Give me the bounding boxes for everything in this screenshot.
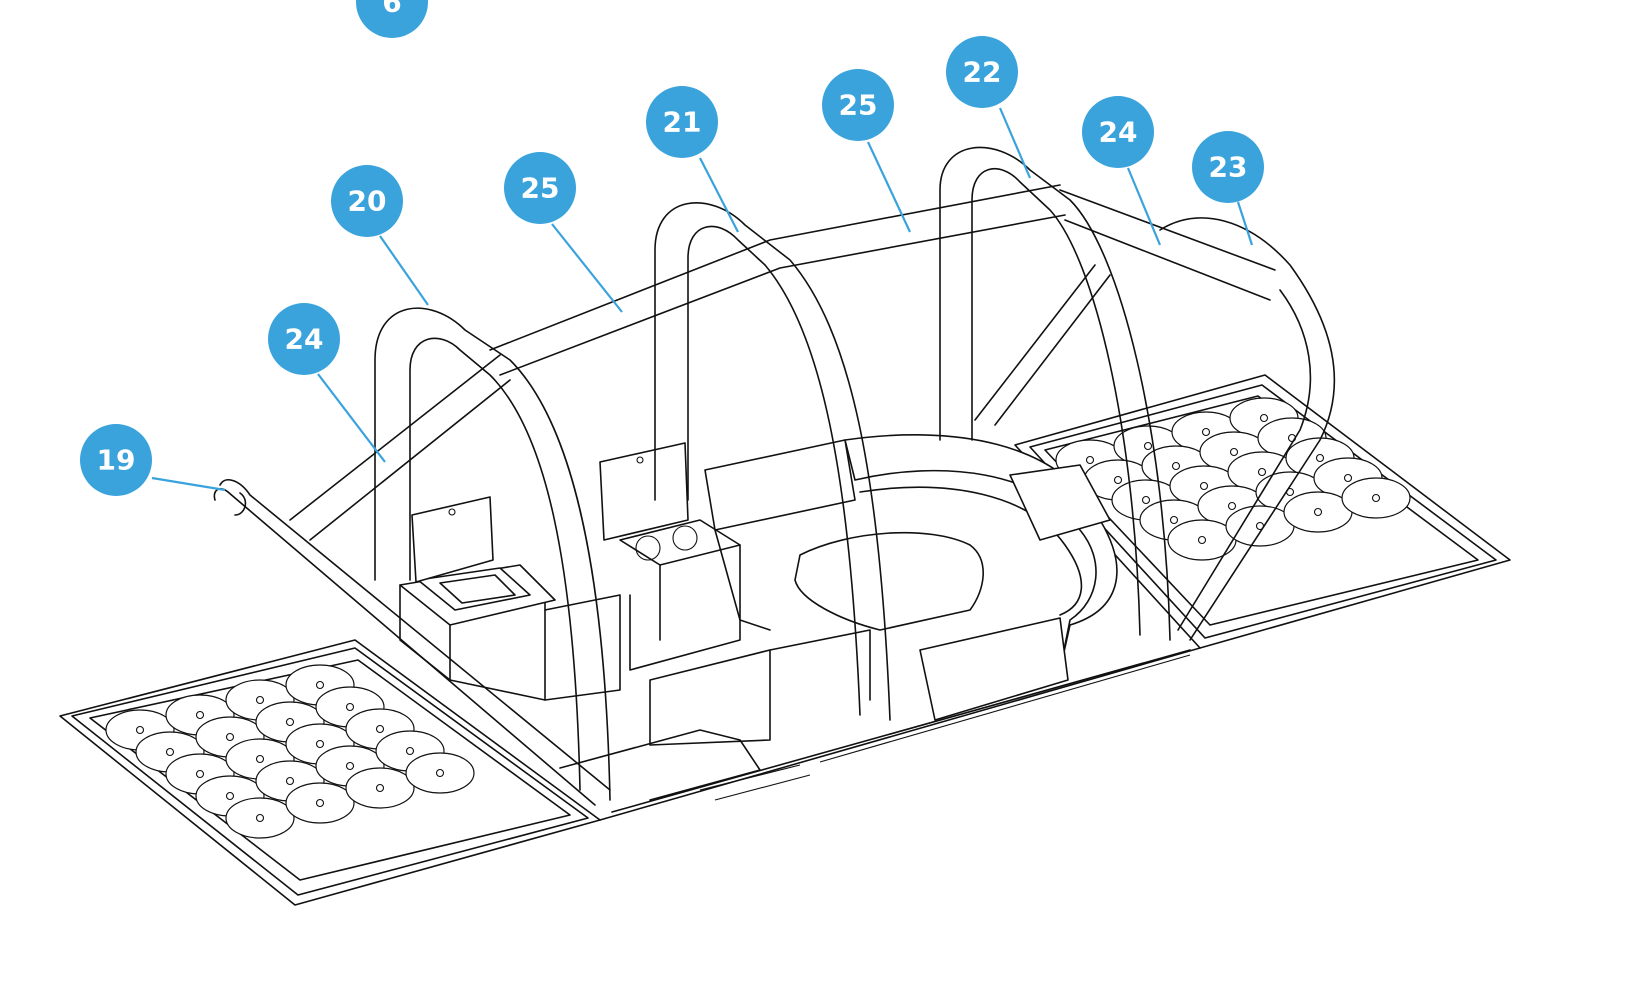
solar-pad-dot <box>225 791 235 801</box>
solar-pad-dot <box>1169 515 1179 525</box>
solar-pad-dot <box>255 695 265 705</box>
solar-pad <box>285 782 355 824</box>
solar-pad-dot <box>195 710 205 720</box>
callout-badge <box>1192 131 1264 203</box>
solar-pad-dot <box>345 702 355 712</box>
solar-pad-dot <box>1227 501 1237 511</box>
callout-number: 22 <box>963 56 1002 89</box>
callout-22: 22 <box>946 36 1032 179</box>
callout-leader-line <box>1236 201 1254 246</box>
solar-pad <box>405 752 475 794</box>
solar-pad-dot <box>345 761 355 771</box>
callout-19: 19 <box>80 424 226 496</box>
callout-badge <box>504 152 576 224</box>
solar-pad-dot <box>405 746 415 756</box>
callout-number: 21 <box>663 106 702 139</box>
solar-pad-dot <box>1343 473 1353 483</box>
solar-pad-dot <box>435 768 445 778</box>
solar-pad <box>1341 477 1411 519</box>
callout-number: 19 <box>97 444 136 477</box>
solar-pad <box>345 767 415 809</box>
callout-number: 24 <box>285 323 324 356</box>
callout-leader-line <box>379 235 429 306</box>
callout-leader-line <box>998 107 1032 179</box>
solar-pad-dot <box>1143 441 1153 451</box>
callout-number: 23 <box>1209 151 1248 184</box>
callout-badge <box>1082 96 1154 168</box>
callout-badge <box>80 424 152 496</box>
solar-pads-right <box>1055 397 1411 561</box>
callout-badge <box>822 69 894 141</box>
solar-pad-dot <box>1197 535 1207 545</box>
solar-pad-dot <box>1229 447 1239 457</box>
callouts: 6 22 21 25 24 23 20 25 24 19 <box>80 0 1264 496</box>
solar-pad-dot <box>1199 481 1209 491</box>
solar-pad-dot <box>1085 455 1095 465</box>
solar-pad-dot <box>1259 413 1269 423</box>
inflatable-arch-frame <box>213 146 1336 806</box>
callout-number: 25 <box>839 89 878 122</box>
callout-25: 25 <box>504 152 623 313</box>
interior-furniture <box>399 434 1118 746</box>
solar-pad-dot <box>1313 507 1323 517</box>
solar-pad-dot <box>1171 461 1181 471</box>
callout-number: 24 <box>1099 116 1138 149</box>
callout-badge <box>646 86 718 158</box>
callout-23: 23 <box>1192 131 1264 246</box>
solar-pad-dot <box>375 724 385 734</box>
callout-number: 25 <box>521 172 560 205</box>
callout-24: 24 <box>1082 96 1162 246</box>
callout-leader-line <box>699 157 739 233</box>
solar-pad-dot <box>1315 453 1325 463</box>
solar-pad-dot <box>285 717 295 727</box>
callout-leader-line <box>1126 167 1162 246</box>
solar-pad-dot <box>1257 467 1267 477</box>
callout-leader-line <box>151 476 226 492</box>
solar-pad-dot <box>315 680 325 690</box>
callout-badge <box>946 36 1018 108</box>
solar-pad-dot <box>375 783 385 793</box>
callout-24: 24 <box>268 303 386 463</box>
callout-6: 6 <box>356 0 428 38</box>
solar-pad-dot <box>315 739 325 749</box>
callout-20: 20 <box>331 165 429 306</box>
solar-pad-dot <box>225 732 235 742</box>
callout-number: 6 <box>382 0 401 19</box>
callout-badge <box>331 165 403 237</box>
callout-number: 20 <box>348 185 387 218</box>
callout-badge <box>268 303 340 375</box>
callout-21: 21 <box>646 86 739 233</box>
callout-leader-line <box>867 141 911 233</box>
solar-pad-dot <box>315 798 325 808</box>
solar-pad-dot <box>255 813 265 823</box>
solar-pad-dot <box>195 769 205 779</box>
solar-pad-dot <box>1113 475 1123 485</box>
solar-pad-dot <box>1141 495 1151 505</box>
solar-pad-dot <box>1201 427 1211 437</box>
callout-leader-line <box>551 223 623 313</box>
solar-pad <box>225 797 295 839</box>
callout-badge <box>356 0 428 38</box>
callout-25: 25 <box>822 69 911 233</box>
solar-pad-dot <box>135 725 145 735</box>
callout-leader-line <box>317 373 386 463</box>
solar-pad-dot <box>165 747 175 757</box>
solar-pad-dot <box>255 754 265 764</box>
solar-pads-left <box>105 664 475 839</box>
solar-pad-dot <box>1371 493 1381 503</box>
solar-pad-dot <box>285 776 295 786</box>
